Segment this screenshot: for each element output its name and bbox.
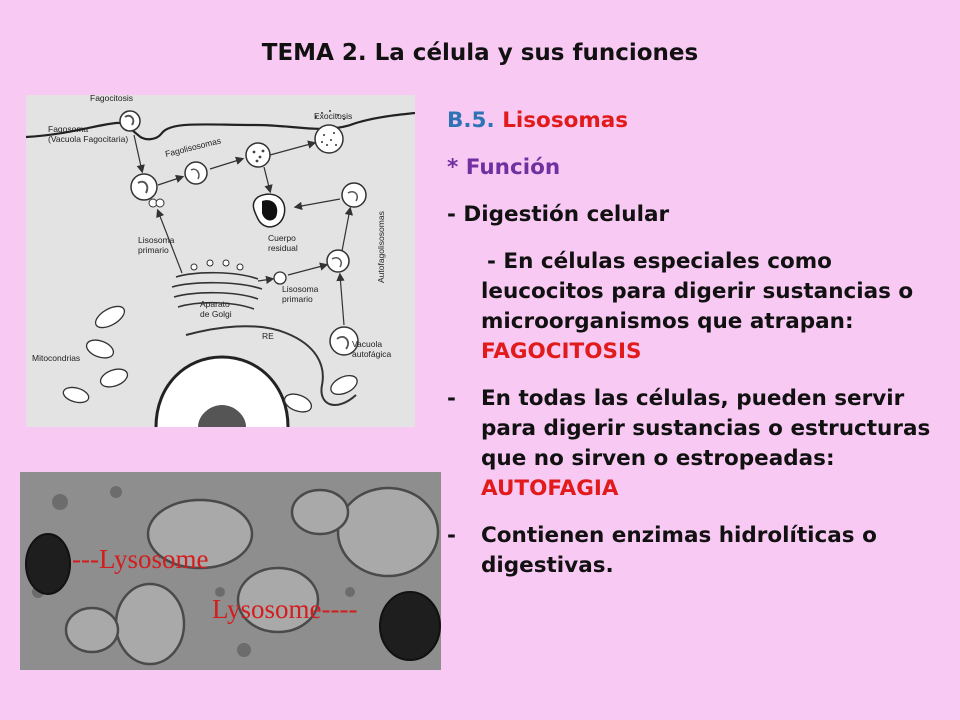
primary-lysosome-1 [155, 198, 165, 208]
mitochondrion-3 [114, 582, 186, 666]
endoplasmic-reticulum [185, 325, 357, 406]
phagocytosis-term: FAGOCITOSIS [481, 339, 642, 364]
mitochondrion-4 [236, 566, 320, 634]
phagocytosis-particle [119, 110, 141, 132]
point-digestion: - Digestión celular [447, 202, 670, 227]
point-autophagy-dash: - [447, 386, 456, 411]
mitochondrion-2 [336, 486, 440, 578]
label-fagocitosis: Fagocitosis [90, 95, 133, 103]
label-vacuola: Vacuola [352, 339, 382, 349]
lysosome-1 [25, 533, 71, 595]
mitochondria [62, 305, 358, 413]
autophagy-term: AUTOFAGIA [481, 476, 619, 501]
point-autophagy-text: En todas las células, pueden servir para… [481, 386, 931, 471]
exocytosis-vesicle [314, 124, 344, 154]
label-lisosoma-2: Lisosoma [282, 284, 319, 294]
cell-membrane [26, 111, 415, 141]
lysosome-2 [379, 591, 441, 661]
label-primario-1: primario [138, 245, 169, 255]
point-autophagy-body: En todas las células, pueden servir para… [481, 384, 942, 504]
section-heading: B.5. Lisosomas [447, 106, 942, 136]
section-code: B.5. [447, 108, 495, 133]
golgi-apparatus [171, 271, 263, 310]
phagosome [130, 173, 158, 201]
label-aparato: Aparato [200, 299, 230, 309]
label-de-golgi: de Golgi [200, 309, 232, 319]
autophagic-vacuole [329, 326, 359, 356]
nucleus [154, 355, 290, 427]
label-primario-2: primario [282, 294, 313, 304]
point-phagocytosis: - En células especiales como leucocitos … [447, 247, 942, 367]
label-re: RE [262, 331, 274, 341]
lysosome-label-1: ---Lysosome [72, 544, 208, 574]
mitochondrion-1 [146, 498, 254, 570]
label-fagosoma: Fagosoma [48, 124, 88, 134]
lysosome-label-2: Lysosome---- [212, 594, 357, 624]
point-enzymes-text: Contienen enzimas hidrolíticas o digesti… [481, 523, 877, 578]
point-enzymes: - Contienen enzimas hidrolíticas o diges… [447, 521, 942, 581]
label-exocitosis: Exocitosis [314, 111, 352, 121]
label-autofagica: autofágica [352, 349, 391, 359]
mitochondrion-6 [64, 606, 120, 654]
autophagolysosome-1 [341, 182, 367, 208]
label-fagolisosomas: Fagolisosomas [164, 135, 222, 159]
phagolysosome-1 [184, 161, 208, 185]
point-phagocytosis-text: - En células especiales como leucocitos … [481, 249, 914, 334]
label-autofagolisosomas: Autofagolisosomas [376, 211, 386, 283]
phagolysosome-2 [245, 142, 271, 168]
primary-lysosome-2 [273, 271, 287, 285]
point-enzymes-dash: - [447, 523, 456, 548]
section-name: Lisosomas [502, 108, 629, 133]
lysosome-micrograph: ---Lysosome Lysosome---- [20, 472, 441, 670]
label-vacuola-fagocitaria: (Vacuola Fagocitaria) [48, 134, 128, 144]
function-subheading: * Función [447, 155, 561, 180]
slide-content: B.5. Lisosomas * Función - Digestión cel… [447, 106, 942, 581]
label-residual: residual [268, 243, 298, 253]
lysosome-cell-diagram: Fagocitosis Fagosoma (Vacuola Fagocitari… [26, 95, 415, 427]
mitochondrion-5 [290, 488, 350, 536]
point-autophagy: - En todas las células, pueden servir pa… [447, 384, 942, 504]
autophagolysosome-2 [326, 249, 350, 273]
label-lisosoma-1: Lisosoma [138, 235, 175, 245]
label-mitocondrias: Mitocondrias [32, 353, 80, 363]
label-cuerpo: Cuerpo [268, 233, 296, 243]
slide-title: TEMA 2. La célula y sus funciones [261, 40, 699, 66]
